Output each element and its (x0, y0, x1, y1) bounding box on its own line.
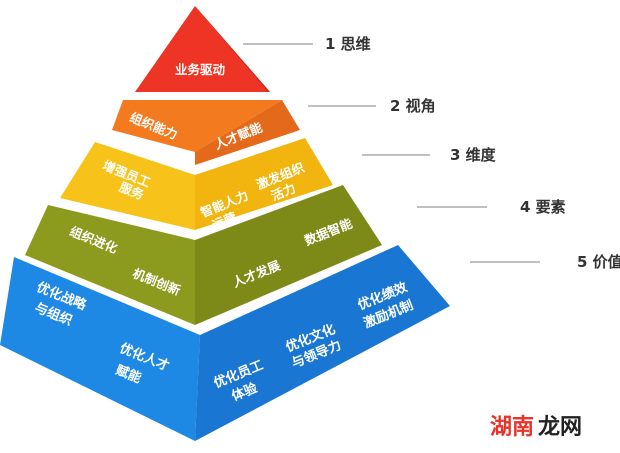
watermark-part-2: 龙网 (538, 415, 582, 440)
tier-3-right (195, 138, 333, 230)
side-label-3: 3 维度 (450, 146, 497, 164)
tier-1-side (195, 6, 270, 92)
side-label-5: 5 价值 (577, 253, 620, 271)
tier-4-right (195, 185, 382, 325)
tier-1-front (135, 6, 270, 92)
tier-5-left (0, 257, 200, 441)
tier-5-right (195, 245, 450, 441)
side-label-4: 4 要素 (520, 198, 566, 216)
side-label-2: 2 视角 (390, 97, 436, 115)
tier-3-left (60, 142, 195, 230)
tier-2-right (195, 100, 300, 165)
tier-2-left (112, 100, 282, 152)
side-label-1: 1 思维 (325, 35, 371, 53)
tier-1-label: 业务驱动 (175, 62, 226, 77)
watermark-part-1: 湖南 (490, 415, 534, 440)
watermark-logo: 湖南 龙网 (490, 415, 582, 440)
tier-4-left (25, 205, 195, 325)
